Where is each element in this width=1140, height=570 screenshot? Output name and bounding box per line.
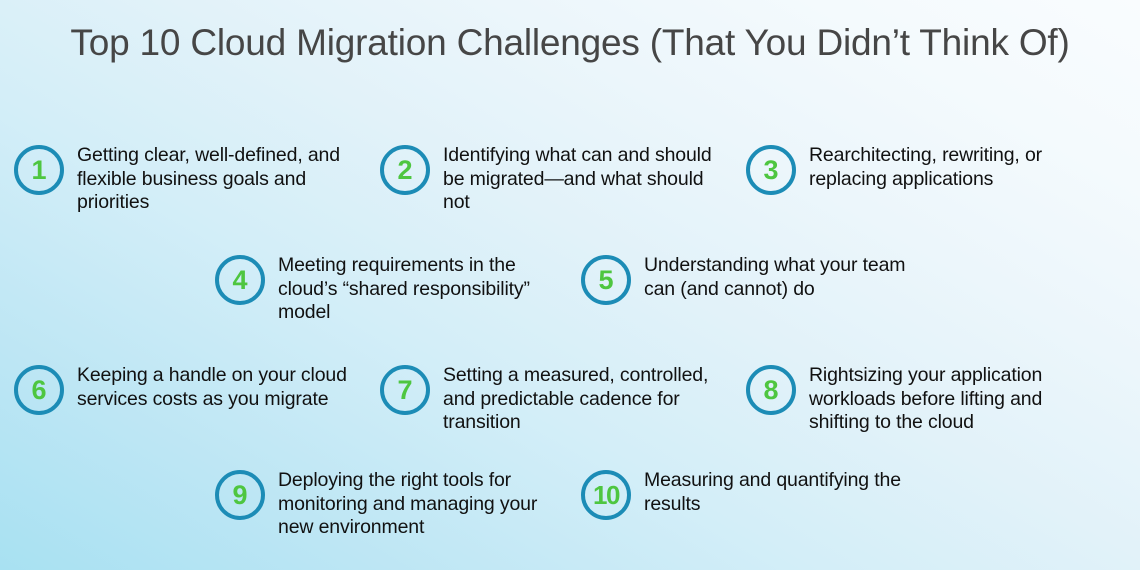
challenge-item-2: 2 Identifying what can and should be mig… — [380, 144, 730, 215]
challenge-number-badge-1: 1 — [14, 145, 64, 195]
challenge-number-badge-3: 3 — [746, 145, 796, 195]
challenge-number-badge-8: 8 — [746, 365, 796, 415]
challenge-number-badge-6: 6 — [14, 365, 64, 415]
challenge-text-2: Identifying what can and should be migra… — [443, 144, 712, 214]
challenge-item-1: 1 Getting clear, well-defined, and flexi… — [14, 144, 364, 215]
challenge-item-6: 6 Keeping a handle on your cloud service… — [14, 364, 364, 415]
challenge-number-badge-10: 10 — [581, 470, 631, 520]
challenge-text-9: Deploying the right tools for monitoring… — [278, 469, 538, 539]
challenge-text-7: Setting a measured, controlled, and pred… — [443, 364, 709, 434]
challenge-item-8: 8 Rightsizing your application workloads… — [746, 364, 1106, 435]
page-title: Top 10 Cloud Migration Challenges (That … — [70, 22, 1070, 63]
challenge-number-badge-9: 9 — [215, 470, 265, 520]
challenge-text-1: Getting clear, well-defined, and flexibl… — [77, 144, 340, 214]
challenge-item-5: 5 Understanding what your team can (and … — [581, 254, 931, 305]
challenge-number-badge-7: 7 — [380, 365, 430, 415]
challenge-text-3: Rearchitecting, rewriting, or replacing … — [809, 144, 1042, 190]
challenge-number-badge-5: 5 — [581, 255, 631, 305]
challenge-number-badge-2: 2 — [380, 145, 430, 195]
challenge-item-7: 7 Setting a measured, controlled, and pr… — [380, 364, 730, 435]
challenge-item-10: 10 Measuring and quantifying the results — [581, 469, 931, 520]
challenge-text-10: Measuring and quantifying the results — [644, 469, 901, 515]
challenge-item-4: 4 Meeting requirements in the cloud’s “s… — [215, 254, 565, 325]
challenge-item-9: 9 Deploying the right tools for monitori… — [215, 469, 565, 540]
challenge-text-6: Keeping a handle on your cloud services … — [77, 364, 347, 410]
challenge-text-5: Understanding what your team can (and ca… — [644, 254, 906, 300]
challenge-text-8: Rightsizing your application workloads b… — [809, 364, 1043, 434]
challenge-number-badge-4: 4 — [215, 255, 265, 305]
challenge-text-4: Meeting requirements in the cloud’s “sha… — [278, 254, 530, 324]
challenge-item-3: 3 Rearchitecting, rewriting, or replacin… — [746, 144, 1106, 195]
